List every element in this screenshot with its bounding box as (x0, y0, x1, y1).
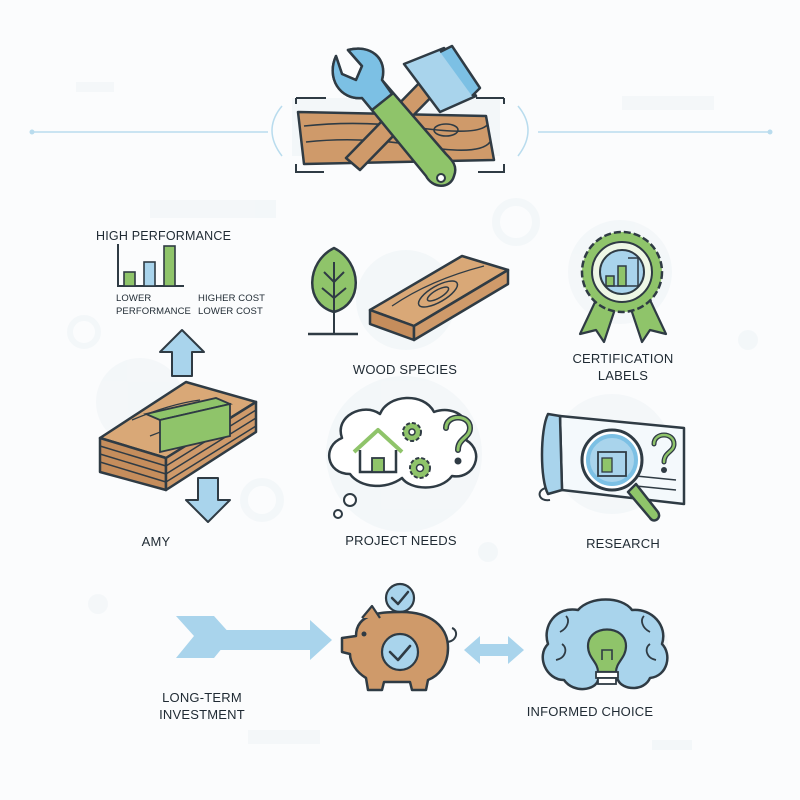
long-term-investment-label-line-2: INVESTMENT (159, 707, 245, 722)
lumber-stack-icon (98, 380, 258, 492)
lower-performance-label-line-2: PERFORMANCE (116, 306, 191, 317)
certification-badge-icon (578, 230, 668, 344)
higher-cost-label: HIGHER COST (198, 293, 266, 304)
header-divider (29, 105, 773, 157)
wood-plank-icon (368, 254, 510, 342)
research-label: RESEARCH (586, 536, 660, 551)
wood-species-label: WOOD SPECIES (352, 362, 458, 377)
lower-cost-label: LOWER COST (198, 306, 263, 317)
tree-icon (308, 246, 358, 336)
amy-label: AMY (141, 534, 171, 549)
long-term-investment-label-line-1: LONG-TERM (162, 690, 242, 705)
project-needs-label: PROJECT NEEDS (345, 533, 457, 548)
high-performance-label: HIGH PERFORMANCE (96, 229, 232, 243)
thought-cloud-icon (327, 396, 478, 519)
question-mark-icon (443, 414, 474, 465)
certification-labels-label-line-1: CERTIFICATION (572, 351, 674, 366)
investment-arrow-icon (176, 616, 332, 660)
certification-labels-label-line-2: LABELS (597, 368, 649, 383)
house-icon (352, 428, 404, 474)
double-arrow-icon (464, 636, 524, 664)
brain-bulb-icon (541, 598, 669, 691)
gear-icon (402, 422, 431, 479)
tools-icon (292, 44, 505, 187)
magnifier-icon (580, 428, 661, 522)
piggy-bank-icon (340, 582, 458, 692)
wrench-icon (331, 47, 457, 187)
up-arrow-icon (159, 329, 205, 377)
performance-chart-icon (117, 244, 184, 287)
lower-performance-label-line-1: LOWER (116, 293, 152, 304)
informed-choice-label: INFORMED CHOICE (526, 704, 654, 719)
down-arrow-icon (185, 477, 231, 523)
research-question-mark-icon (651, 432, 677, 473)
